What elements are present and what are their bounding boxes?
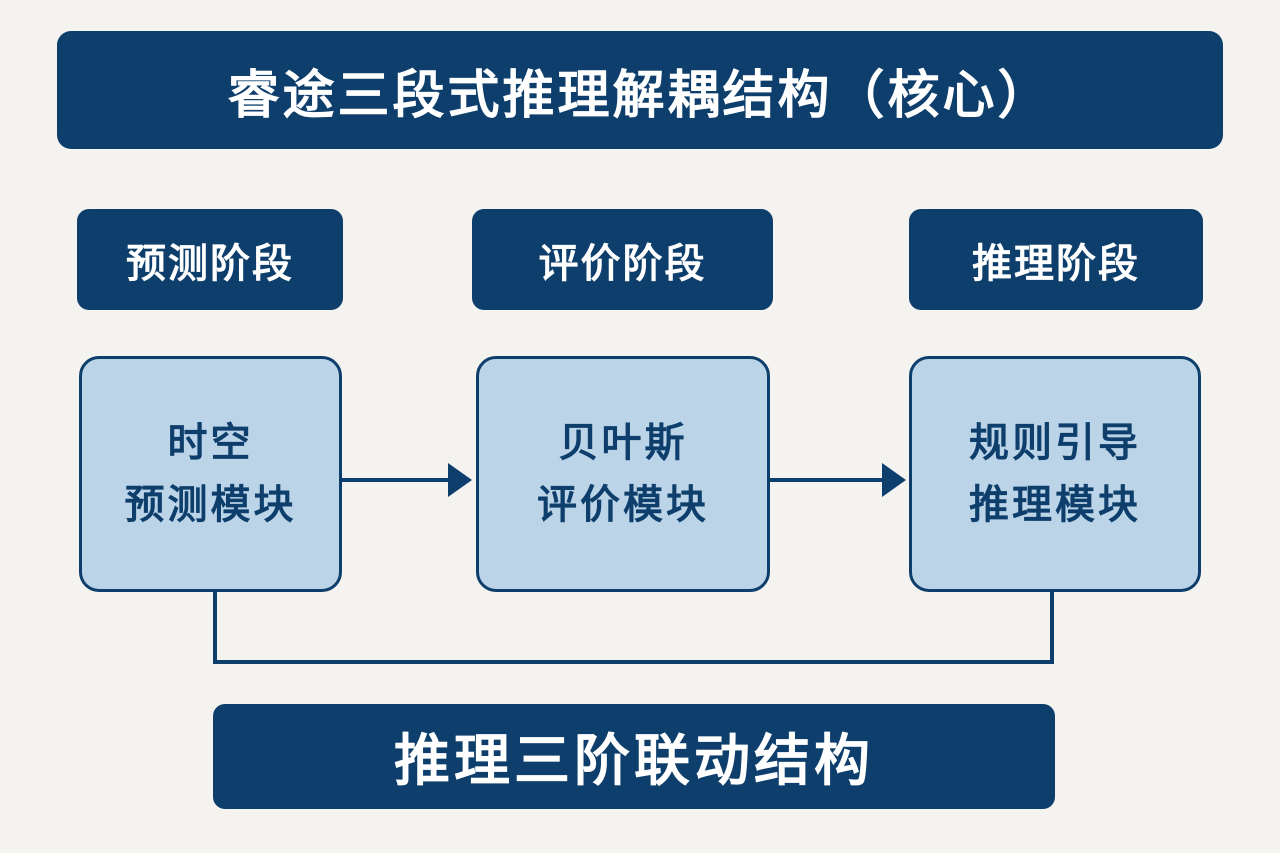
stage-label-prediction: 预测阶段	[77, 209, 343, 310]
feedback-loop-line	[213, 592, 1054, 664]
arrow-head-1	[448, 463, 472, 497]
stage-label-text: 评价阶段	[538, 240, 707, 287]
stage-label-evaluation: 评价阶段	[472, 209, 773, 310]
arrow-head-2	[882, 463, 906, 497]
module-line-2: 评价模块	[537, 482, 709, 528]
module-line-2: 推理模块	[969, 482, 1141, 528]
footer-text: 推理三阶联动结构	[394, 729, 874, 794]
module-line-1: 规则引导	[969, 420, 1141, 466]
footer-banner: 推理三阶联动结构	[213, 704, 1055, 809]
stage-label-reasoning: 推理阶段	[909, 209, 1203, 310]
module-line-2: 预测模块	[124, 482, 297, 528]
module-box-rule-guided: 规则引导 推理模块	[909, 356, 1201, 592]
diagram-title: 睿途三段式推理解耦结构（核心）	[227, 65, 1053, 126]
module-box-spatiotemporal: 时空 预测模块	[79, 356, 342, 592]
module-line-1: 时空	[167, 420, 254, 466]
stage-label-text: 预测阶段	[126, 240, 294, 287]
stage-label-text: 推理阶段	[972, 240, 1140, 287]
title-banner: 睿途三段式推理解耦结构（核心）	[57, 31, 1223, 149]
module-box-bayesian: 贝叶斯 评价模块	[476, 356, 770, 592]
module-line-1: 贝叶斯	[558, 420, 688, 466]
